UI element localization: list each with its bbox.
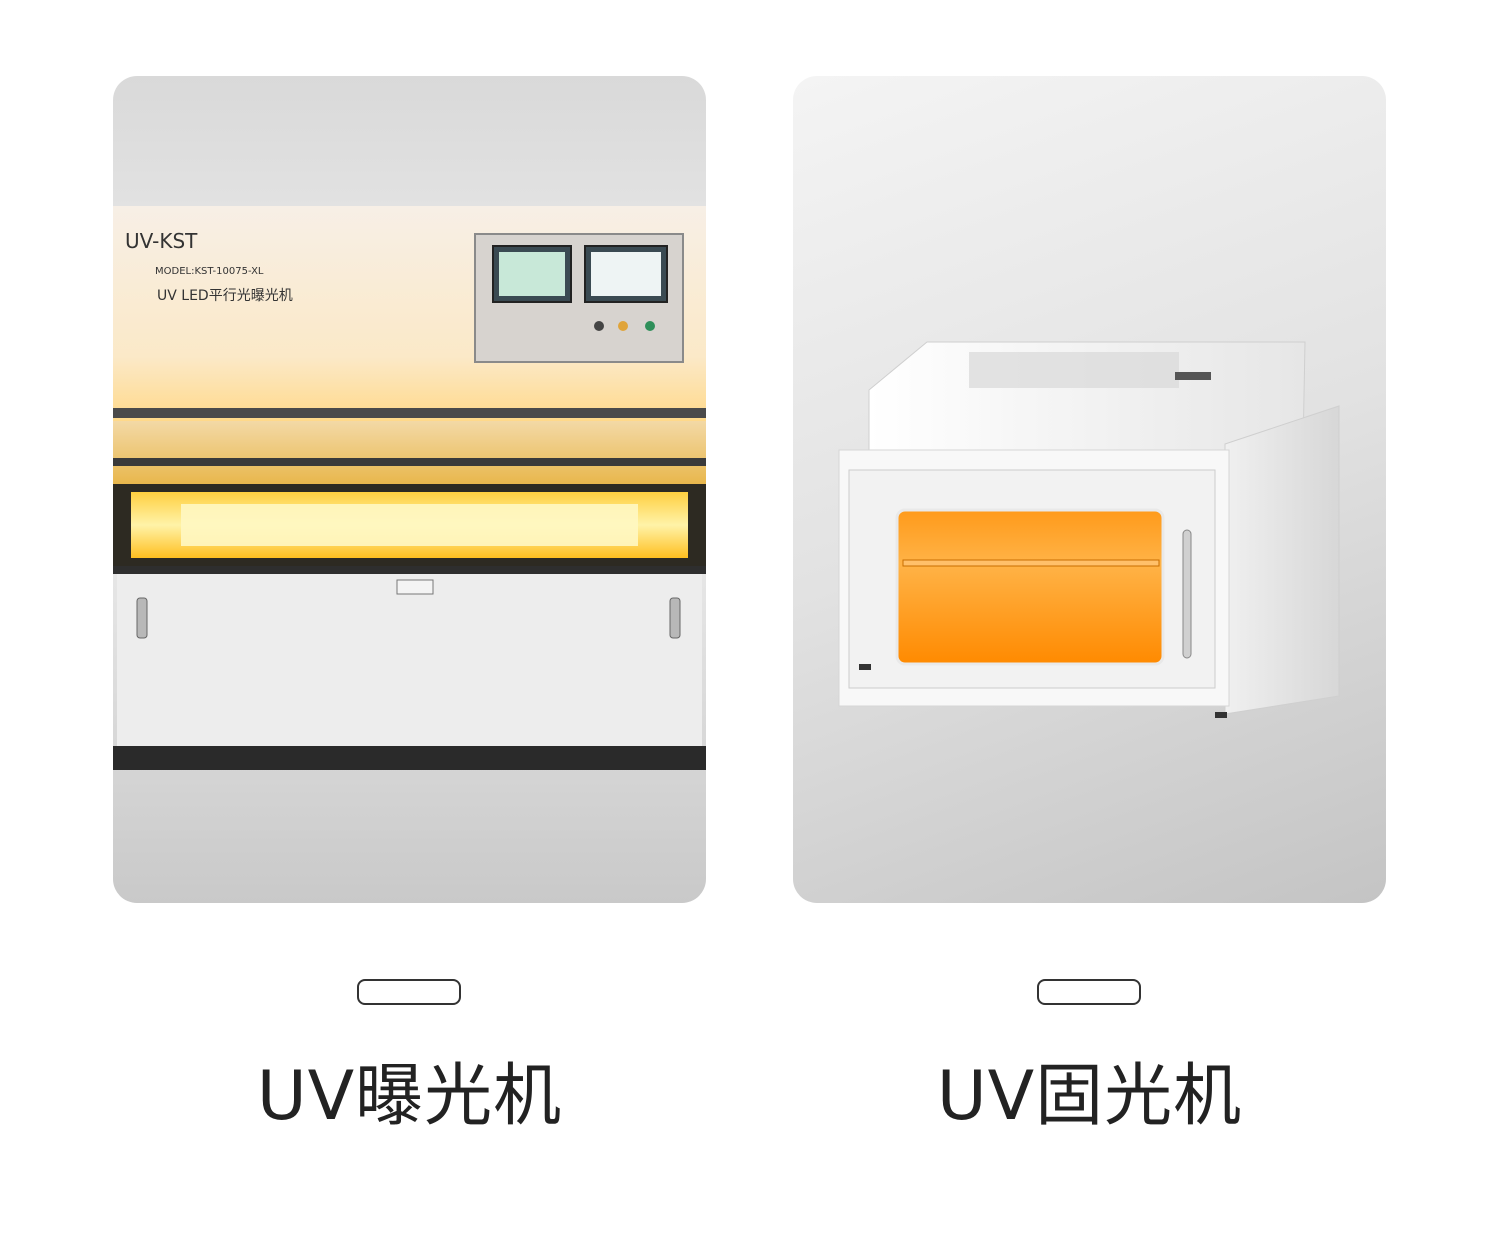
- caption-decoration-pill: [357, 979, 461, 1005]
- product-image-curing-machine[interactable]: [793, 76, 1386, 903]
- product-title-exposure-machine: UV曝光机: [256, 1057, 563, 1136]
- machine-model-text: MODEL:KST-10075-XL: [155, 266, 264, 277]
- curing-machine-illustration: [838, 341, 1340, 718]
- machine-subtitle-text: UV LED平行光曝光机: [157, 288, 293, 304]
- product-image-exposure-machine[interactable]: UV-KST MODEL:KST-10075-XL UV LED平行光曝光机: [113, 76, 706, 903]
- caption-decoration-pill: [1037, 979, 1141, 1005]
- machine-brand-text: UV-KST: [125, 229, 198, 253]
- product-title-curing-machine: UV固光机: [936, 1057, 1243, 1136]
- exposure-machine-illustration: UV-KST MODEL:KST-10075-XL UV LED平行光曝光机: [113, 206, 706, 770]
